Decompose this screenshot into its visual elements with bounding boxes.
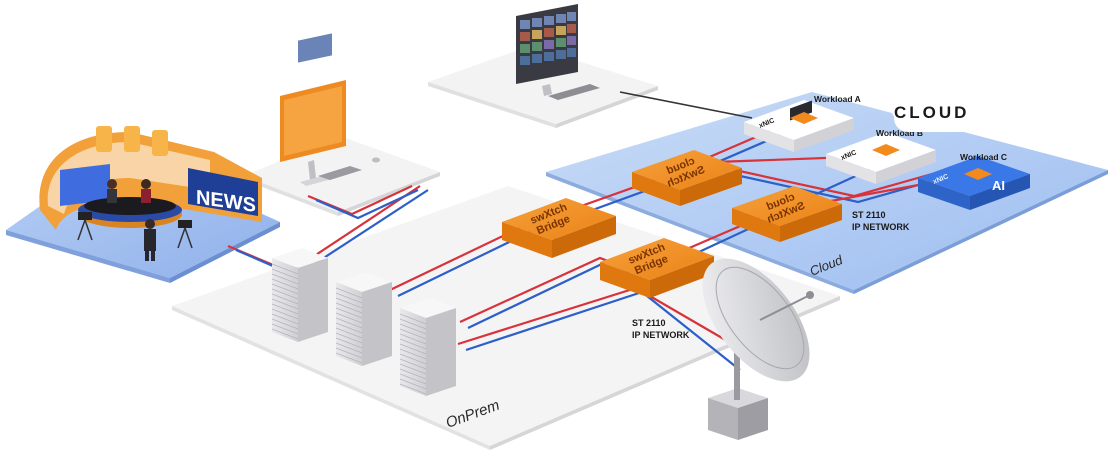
workload-b: Workload B xNIC <box>826 128 936 184</box>
satellite-dish <box>702 258 814 440</box>
workload-a-title: Workload A <box>814 94 861 104</box>
onprem-network-line1: ST 2110 <box>632 318 666 328</box>
rack-unit-line <box>271 308 299 320</box>
rack-unit-line <box>399 353 427 365</box>
rack-unit-line <box>271 313 299 325</box>
rack-unit-line <box>399 378 427 390</box>
rack-unit-line <box>399 343 427 355</box>
rack-unit-line <box>335 292 363 304</box>
workload-b-title: Workload B <box>876 128 923 138</box>
rack-unit-line <box>335 317 363 329</box>
onprem-network-line2: IP NETWORK <box>632 330 690 340</box>
rack-unit-line <box>399 313 427 325</box>
rack-unit-line <box>271 298 299 310</box>
rack-unit-line <box>335 312 363 324</box>
rack-unit-line <box>335 327 363 339</box>
onprem-network-label: ST 2110 IP NETWORK <box>632 318 690 340</box>
rack-unit-line <box>271 293 299 305</box>
monitor-desk-platform <box>428 46 658 128</box>
rack-unit-line <box>335 332 363 344</box>
workload-c: Workload C xNIC AI <box>918 152 1030 210</box>
news-studio: NEWS <box>39 126 262 261</box>
rack-unit-line <box>271 318 299 330</box>
rack-unit-line <box>399 338 427 350</box>
rack-unit-line <box>399 318 427 330</box>
server-rack-3 <box>400 298 456 396</box>
rack-unit-line <box>335 302 363 314</box>
rack-unit-line <box>271 288 299 300</box>
workload-c-ai-tag: AI <box>992 178 1005 193</box>
rack-unit-line <box>271 263 299 275</box>
cloud-badge: CLOUD <box>890 60 996 132</box>
cloud-badge-text: CLOUD <box>894 103 969 122</box>
rack-unit-line <box>335 342 363 354</box>
rack-unit-line <box>399 383 427 395</box>
rack-unit-line <box>335 347 363 359</box>
rack-unit-line <box>271 323 299 335</box>
monitor-wall-workstation <box>516 4 600 100</box>
rack-unit-line <box>335 352 363 364</box>
rack-unit-line <box>335 297 363 309</box>
editing-workstation <box>280 33 380 186</box>
swxtch-bridge-2: swXtch Bridge <box>600 238 714 298</box>
rack-unit-line <box>271 283 299 295</box>
rack-unit-line <box>335 307 363 319</box>
rack-unit-line <box>399 333 427 345</box>
rack-unit-line <box>399 323 427 335</box>
rack-unit-line <box>271 328 299 340</box>
rack-unit-line <box>399 373 427 385</box>
cloud-network-line1: ST 2110 <box>852 210 886 220</box>
server-racks <box>271 248 456 396</box>
rack-unit-line <box>271 303 299 315</box>
rack-unit-line <box>271 273 299 285</box>
cloud-network-line2: IP NETWORK <box>852 222 910 232</box>
rack-unit-line <box>271 278 299 290</box>
server-rack-1 <box>272 248 328 342</box>
cloud-network-label: ST 2110 IP NETWORK <box>852 210 910 232</box>
rack-unit-line <box>335 287 363 299</box>
server-rack-2 <box>336 272 392 366</box>
cloud-swxtch-1: cloud SwXtch <box>632 150 742 206</box>
rack-unit-line <box>399 368 427 380</box>
rack-unit-line <box>335 337 363 349</box>
swxtch-bridge-1: swXtch Bridge <box>502 198 616 258</box>
rack-unit-line <box>335 322 363 334</box>
rack-unit-line <box>399 358 427 370</box>
cloud-swxtch-2: cloud SwXtch <box>732 186 842 242</box>
rack-unit-line <box>271 268 299 280</box>
rack-unit-line <box>399 363 427 375</box>
workload-c-title: Workload C <box>960 152 1007 162</box>
rack-unit-line <box>399 348 427 360</box>
workload-a: Workload A xNIC <box>744 94 861 152</box>
rack-unit-line <box>399 328 427 340</box>
